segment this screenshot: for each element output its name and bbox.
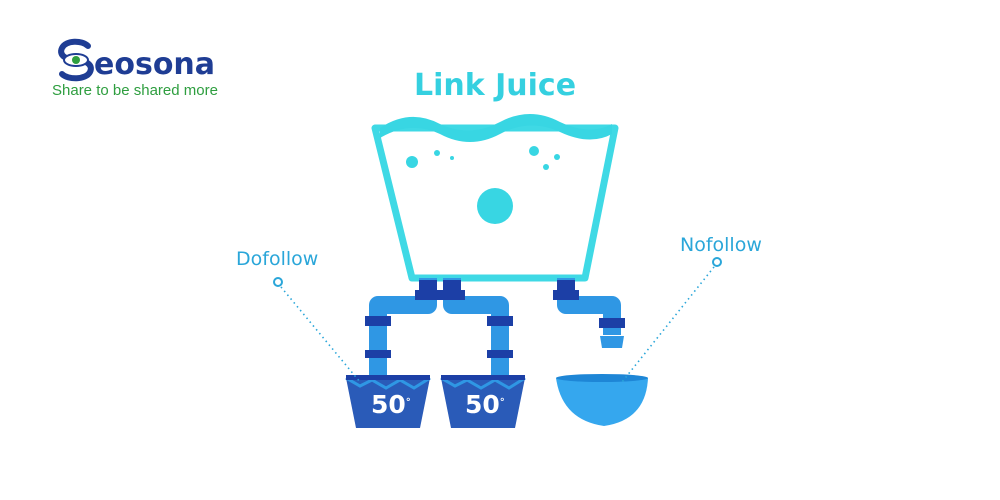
diagram-title: Link Juice (413, 68, 577, 103)
pipe-left (365, 278, 441, 375)
bubble (406, 156, 418, 168)
bubble (529, 146, 539, 156)
bucket-left (345, 375, 431, 428)
nofollow-leader (621, 257, 722, 383)
pipe-right (553, 278, 625, 348)
bubble (554, 154, 560, 160)
bucket-middle (440, 375, 526, 428)
bubble (543, 164, 549, 170)
water-surface (380, 114, 612, 142)
empty-bowl (556, 374, 648, 426)
logo-wordmark: eosona (94, 47, 216, 82)
bubble (477, 188, 513, 224)
brand-logo: eosona Share to be shared more (52, 34, 252, 104)
dofollow-label: Dofollow (236, 248, 319, 270)
eye-s-icon (58, 38, 94, 82)
bubble (434, 150, 440, 156)
nofollow-label: Nofollow (680, 234, 762, 256)
bucket-middle-value: 50° (465, 390, 505, 419)
bucket-left-value: 50° (371, 390, 411, 419)
water-tank (371, 114, 619, 282)
dofollow-leader (273, 277, 361, 383)
pipe-middle (439, 278, 513, 375)
logo-tagline: Share to be shared more (52, 82, 218, 99)
bubble (450, 156, 454, 160)
